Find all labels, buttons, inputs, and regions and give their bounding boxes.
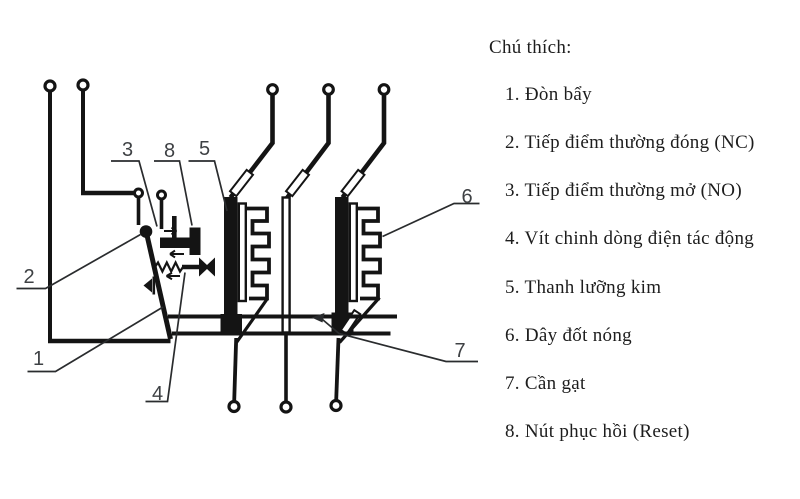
- strap-slash-icon: [340, 168, 366, 198]
- part-label-bimetal: 5: [199, 138, 210, 160]
- part-label-no-contact: 3: [122, 139, 133, 161]
- bottom-terminals: [227, 398, 343, 414]
- lever-arm: [143, 232, 173, 340]
- return-direction-arrow-icon: [169, 249, 184, 259]
- terminal-circle-icon: [43, 79, 57, 93]
- terminal-circle-icon: [227, 399, 241, 414]
- legend-item-reset: 8. Nút phục hồi (Reset): [505, 421, 690, 442]
- lever-anchor-arrow-icon: [143, 278, 152, 293]
- legend-item-adjust-screw: 4. Vít chinh dòng điện tác động: [505, 228, 755, 249]
- adjust-screw-spring: [154, 257, 215, 281]
- leader-8: [154, 160, 193, 226]
- relay-diagram: 1 2 3 4 5 6 7 8: [16, 78, 480, 414]
- legend-title: Chú thích:: [489, 37, 572, 58]
- leader-4: [145, 272, 186, 403]
- phase-1-bimetal-heater: [220, 83, 279, 402]
- part-label-lever: 1: [33, 348, 44, 370]
- slider-bar: [168, 314, 397, 336]
- terminal-circle-icon: [329, 398, 343, 413]
- strap-slash-icon: [284, 168, 311, 198]
- bimetal-strip: [224, 197, 238, 316]
- heater-coil-icon: [357, 206, 382, 301]
- legend-item-bimetal: 5. Thanh lưỡng kim: [505, 277, 662, 298]
- legend-item-slider: 7. Cần gạt: [505, 373, 586, 394]
- leader-2: [16, 233, 141, 290]
- screw-head-icon: [199, 257, 215, 277]
- spring-icon: [154, 259, 184, 275]
- part-label-nc-contact: 2: [24, 266, 35, 288]
- terminal-circle-icon: [279, 400, 293, 414]
- legend-item-nc-contact: 2. Tiếp điểm thường đóng (NC): [505, 132, 755, 153]
- leader-5: [188, 160, 228, 212]
- supply-terminal-left: [43, 78, 171, 344]
- tension-arrow-icon: [165, 271, 180, 281]
- leader-3: [111, 160, 158, 227]
- terminal-circle-icon: [377, 83, 391, 96]
- fixed-contact-finger: [172, 216, 177, 240]
- push-direction-arrow-icon: [164, 226, 178, 236]
- part-label-heater: 6: [462, 186, 473, 208]
- leader-6: [382, 202, 480, 238]
- phase-3-bimetal-heater: [331, 83, 391, 401]
- leader-lines: [16, 160, 480, 403]
- leader-1: [27, 306, 164, 373]
- part-labels: 1 2 3 4 5 6 7 8: [24, 138, 473, 405]
- terminal-circle-icon: [266, 83, 279, 96]
- reset-button: [160, 226, 201, 259]
- strap-slash-icon: [228, 168, 255, 198]
- heater-coil-icon: [246, 206, 271, 301]
- leader-7: [321, 318, 478, 363]
- legend-item-heater: 6. Dây đốt nóng: [505, 325, 632, 346]
- nc-no-contact-assembly: [133, 187, 177, 240]
- legend-item-no-contact: 3. Tiếp điểm thường mở (NO): [505, 180, 742, 201]
- legend-item-lever: 1. Đòn bẩy: [505, 84, 592, 105]
- terminal-circle-icon: [322, 83, 335, 96]
- part-label-slider: 7: [455, 340, 466, 362]
- leader-7-arrowhead-icon: [311, 313, 325, 323]
- part-label-reset: 8: [164, 140, 175, 162]
- terminal-circle-icon: [76, 78, 90, 92]
- phase-2-bimetal: [281, 83, 335, 402]
- bimetal-strip: [335, 197, 349, 315]
- part-label-adjust-screw: 4: [152, 383, 163, 405]
